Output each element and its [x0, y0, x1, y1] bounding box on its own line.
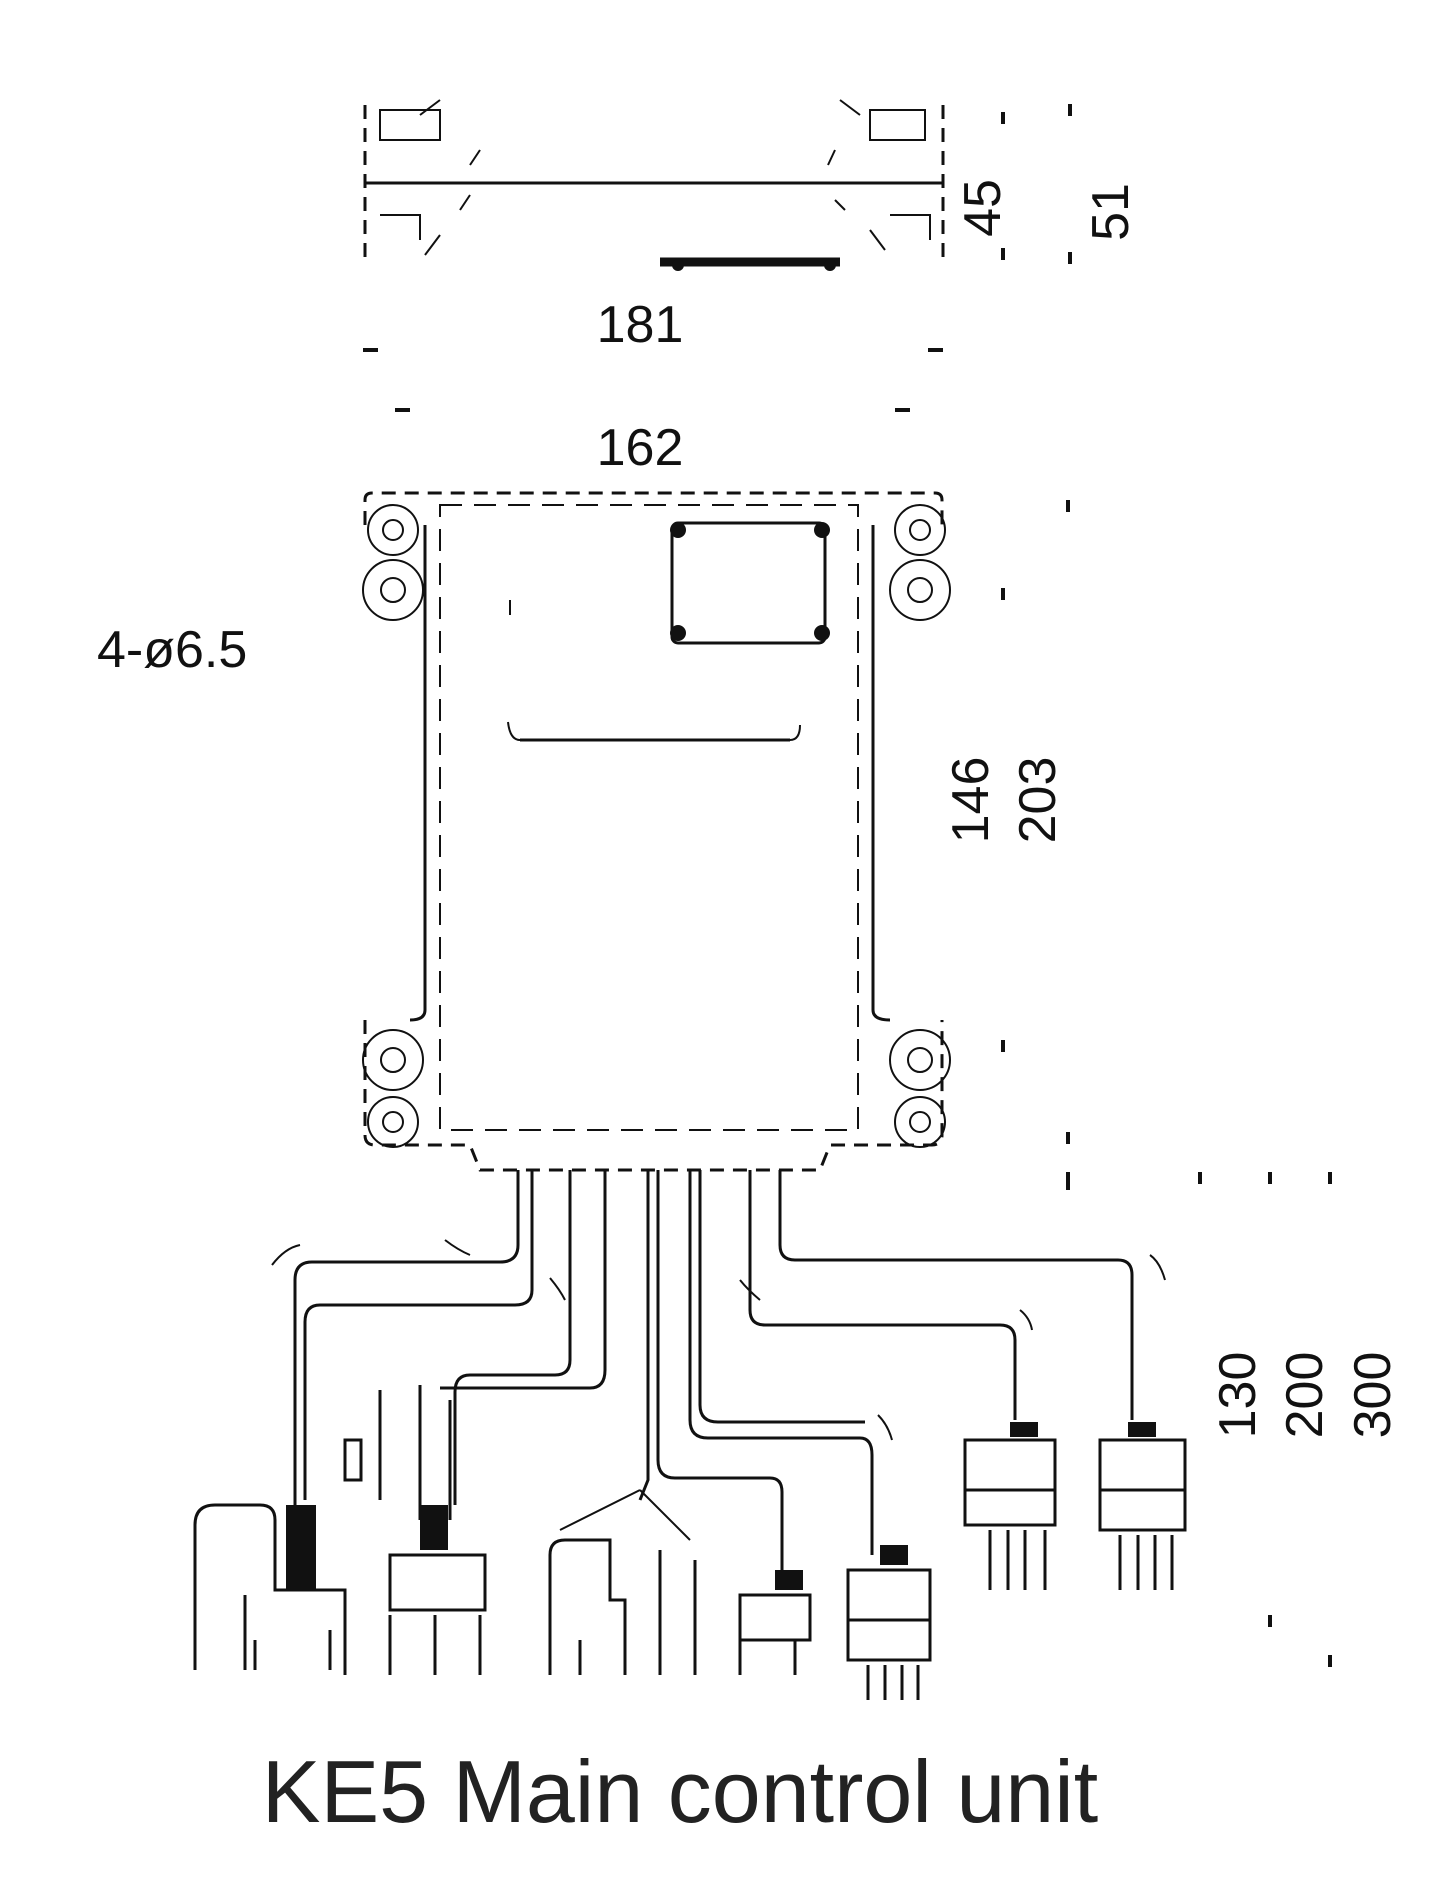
connector-5 [846, 1545, 932, 1700]
connector-7 [1098, 1422, 1187, 1590]
dimension-hole-spacing: 146 [942, 757, 1000, 844]
mounting-hole-top-right [889, 504, 951, 621]
mounting-hole-bottom-right [889, 1029, 951, 1148]
diagram-title: KE5 Main control unit [262, 1742, 1098, 1841]
dimension-side-total-height: 51 [1082, 183, 1140, 241]
connector-2 [343, 1385, 487, 1675]
connector-1 [193, 1503, 347, 1675]
top-view [362, 408, 1070, 1190]
dimension-side-height: 45 [954, 179, 1012, 237]
dimension-cable-1: 130 [1209, 1352, 1267, 1439]
connector-3 [548, 1489, 697, 1675]
mounting-hole-bottom-left [362, 1029, 424, 1148]
dimension-top-width: 162 [597, 419, 684, 477]
dimension-overall-height: 203 [1009, 757, 1067, 844]
dimension-cable-3: 300 [1344, 1352, 1402, 1439]
connector-4 [738, 1570, 812, 1675]
dimension-cable-2: 200 [1276, 1352, 1334, 1439]
dimension-holes: 4-ø6.5 [97, 621, 247, 679]
cable-harness [193, 1170, 1332, 1700]
mounting-hole-top-left [362, 504, 424, 621]
connector-6 [963, 1422, 1057, 1590]
side-view [363, 99, 1072, 352]
dimension-side-width: 181 [597, 296, 684, 354]
